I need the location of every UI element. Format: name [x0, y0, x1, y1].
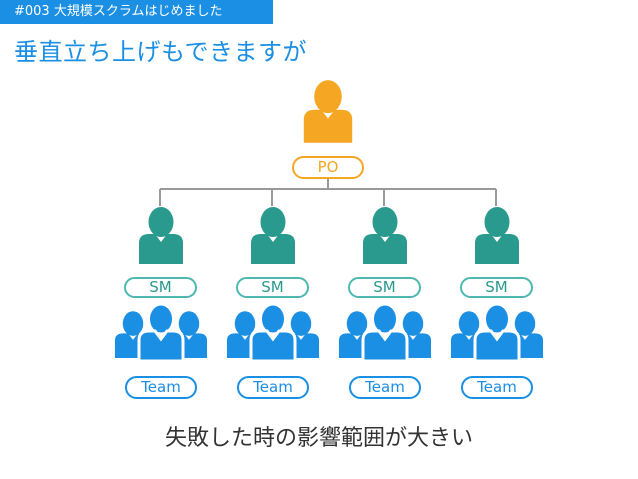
sm-person-icon: [139, 207, 183, 264]
caption: 失敗した時の影響範囲が大きい: [164, 426, 473, 451]
sm-label-3: SM: [348, 277, 421, 298]
team-label-4: Team: [461, 376, 533, 399]
team-group-icon: [113, 302, 209, 363]
po-person-icon: [303, 80, 353, 143]
sm-person-icon: [251, 207, 295, 264]
sm-person-icon: [363, 207, 407, 264]
slide-title: 垂直立ち上げもできますが: [14, 38, 308, 66]
sm-label-1: SM: [124, 277, 197, 298]
sm-label-4: SM: [460, 277, 533, 298]
team-group-icon: [337, 302, 433, 363]
team-label-2: Team: [237, 376, 309, 399]
team-group-icon: [449, 302, 545, 363]
po-label: PO: [292, 156, 364, 179]
sm-person-icon: [475, 207, 519, 264]
sm-label-2: SM: [236, 277, 309, 298]
team-label-1: Team: [125, 376, 197, 399]
team-label-3: Team: [349, 376, 421, 399]
connector-lines: [159, 179, 497, 206]
team-group-icon: [225, 302, 321, 363]
header-tag: #003 大規模スクラムはじめました: [0, 0, 273, 24]
